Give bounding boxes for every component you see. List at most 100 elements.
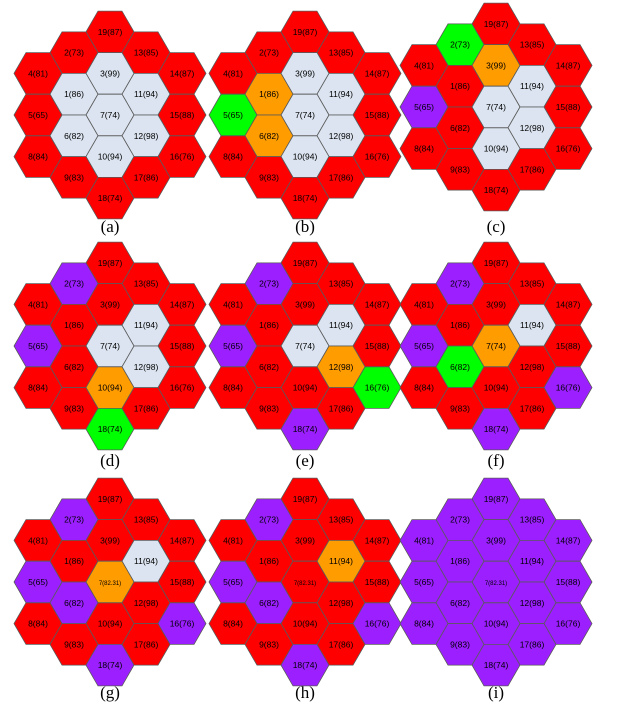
hex-cell-label: 11(94) — [134, 89, 158, 99]
hex-cell-label: 17(86) — [134, 172, 159, 182]
hex-cell-label: 6(82) — [259, 598, 279, 608]
hex-cell-label: 16(76) — [365, 383, 390, 393]
hex-cell-label: 16(76) — [556, 383, 581, 393]
hex-cell-label: 1(86) — [64, 89, 84, 99]
panel-caption: (b) — [295, 217, 315, 236]
hex-cell-label: 2(73) — [64, 515, 84, 525]
hex-cell-label: 2(73) — [64, 279, 84, 289]
hex-cell-label: 13(85) — [134, 515, 159, 525]
hex-cell-label: 10(94) — [484, 383, 509, 393]
hex-cell-label: 16(76) — [170, 383, 195, 393]
hex-cell-label: 10(94) — [293, 619, 318, 629]
hex-cell — [85, 407, 135, 451]
hex-cell-label: 4(81) — [223, 535, 243, 545]
hex-cell-label: 6(82) — [64, 131, 84, 141]
hex-cell-label: 19(87) — [293, 27, 318, 37]
hex-cell-label: 5(65) — [414, 577, 434, 587]
hex-cell-label: 5(65) — [28, 110, 48, 120]
hex-cell-label: 14(87) — [170, 299, 195, 309]
hex-cell-label: 8(84) — [414, 619, 434, 629]
hex-cell-label: 8(84) — [28, 383, 48, 393]
hex-cell-label: 9(83) — [259, 403, 279, 413]
hex-cell-label: 8(84) — [414, 144, 434, 154]
panel-b: 19(87)2(73)13(85)4(81)3(99)14(87)1(86)11… — [208, 10, 402, 236]
hex-cell-label: 2(73) — [259, 515, 279, 525]
panel-c: 19(87)2(73)13(85)4(81)3(99)14(87)1(86)11… — [399, 2, 593, 236]
hex-cell-label: 12(98) — [520, 598, 545, 608]
hex-cell-label: 19(87) — [98, 494, 123, 504]
hex-cell-label: 15(88) — [170, 341, 195, 351]
hex-cell-label: 10(94) — [98, 152, 123, 162]
hex-cell-label: 1(86) — [450, 556, 470, 566]
hex-cell-label: 7(74) — [486, 102, 506, 112]
hex-cell-label: 18(74) — [98, 424, 123, 434]
hex-cell-label: 14(87) — [365, 535, 390, 545]
hex-cell-label: 17(86) — [329, 639, 354, 649]
hex-cell-label: 16(76) — [170, 619, 195, 629]
hex-cell-label: 11(94) — [520, 320, 544, 330]
hex-cell-label: 9(83) — [450, 164, 470, 174]
hex-cell-label: 11(94) — [520, 81, 544, 91]
hex-cell-label: 3(99) — [295, 68, 315, 78]
hex-cell-label: 5(65) — [223, 110, 243, 120]
hex-cell-label: 16(76) — [365, 619, 390, 629]
hex-cell-label: 12(98) — [329, 598, 354, 608]
hex-cell-label: 1(86) — [64, 320, 84, 330]
hex-cell-label: 17(86) — [520, 639, 545, 649]
hex-cell-label: 1(86) — [259, 320, 279, 330]
hex-cell-label: 17(86) — [329, 172, 354, 182]
panel-caption: (c) — [487, 217, 506, 236]
hex-cell-label: 9(83) — [64, 172, 84, 182]
panel-a: 19(87)2(73)13(85)4(81)3(99)14(87)1(86)11… — [13, 10, 207, 236]
hex-cell-label: 15(88) — [365, 577, 390, 587]
hex-cell-label: 10(94) — [484, 619, 509, 629]
hex-cell-label: 15(88) — [365, 110, 390, 120]
hex-cell-label: 3(99) — [295, 535, 315, 545]
hex-cell-label: 17(86) — [520, 164, 545, 174]
hex-cell-label: 4(81) — [414, 60, 434, 70]
hex-cell-label: 3(99) — [486, 535, 506, 545]
hex-cell-label: 8(84) — [223, 619, 243, 629]
hex-cell-label: 12(98) — [520, 362, 545, 372]
hex-cell-label: 6(82) — [450, 123, 470, 133]
hex-cell-label: 7(74) — [100, 341, 120, 351]
hex-cell-label: 4(81) — [28, 68, 48, 78]
hex-cell-label: 6(82) — [64, 598, 84, 608]
hex-cell-label: 16(76) — [556, 619, 581, 629]
hex-cell-label: 15(88) — [170, 577, 195, 587]
hex-cell-label: 12(98) — [134, 131, 159, 141]
hex-cell-label: 1(86) — [259, 89, 279, 99]
hex-cell-label: 3(99) — [486, 60, 506, 70]
hex-cell-label: 18(74) — [98, 660, 123, 670]
hex-cell-label: 14(87) — [556, 299, 581, 309]
hex-cell-label: 1(86) — [450, 81, 470, 91]
hex-cell-label: 3(99) — [295, 299, 315, 309]
hex-cell-label: 19(87) — [98, 258, 123, 268]
hex-cell-label: 4(81) — [223, 299, 243, 309]
hex-cell-label: 13(85) — [520, 279, 545, 289]
panel-caption: (a) — [101, 217, 120, 236]
hex-cell-label: 10(94) — [98, 383, 123, 393]
hex-cell-label: 18(74) — [293, 660, 318, 670]
hex-cell-label: 11(94) — [520, 556, 544, 566]
hex-cell-label: 7(74) — [295, 110, 315, 120]
hex-cell — [280, 407, 330, 451]
hex-cell-label: 14(87) — [170, 68, 195, 78]
hex-cell-label: 6(82) — [450, 362, 470, 372]
hex-cell — [280, 644, 330, 687]
hex-cell-label: 3(99) — [100, 299, 120, 309]
hex-cell-label: 10(94) — [293, 383, 318, 393]
hex-cell-label: 4(81) — [28, 535, 48, 545]
hex-cell-label: 2(73) — [259, 48, 279, 58]
hex-cell-label: 4(81) — [28, 299, 48, 309]
panel-d: 19(87)2(73)13(85)4(81)3(99)14(87)1(86)11… — [13, 241, 207, 470]
hex-cell-label: 11(94) — [329, 556, 353, 566]
hex-cell-label: 10(94) — [98, 619, 123, 629]
hex-cell-label: 9(83) — [450, 639, 470, 649]
hex-cell — [85, 176, 135, 220]
hex-cell-label: 4(81) — [414, 299, 434, 309]
hex-cell — [471, 644, 521, 687]
hex-cell-label: 19(87) — [293, 258, 318, 268]
hex-cell-label: 11(94) — [134, 556, 158, 566]
